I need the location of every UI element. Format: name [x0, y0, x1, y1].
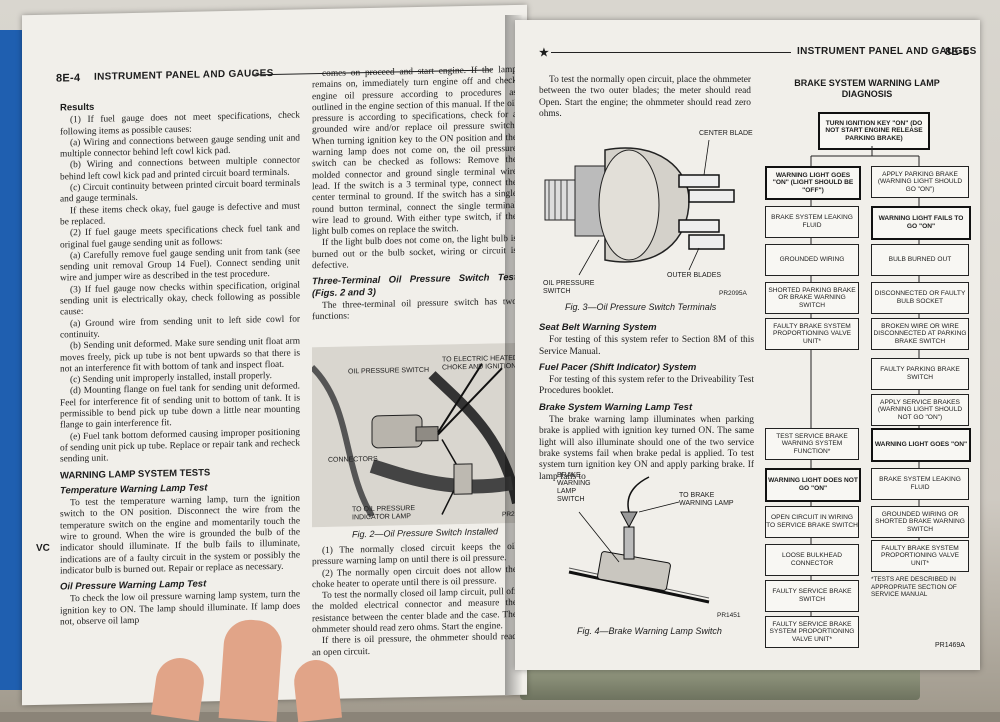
left-column-1: Results(1) If fuel gauge does not meet s… [60, 93, 300, 628]
fig2-label-connectors: CONNECTORS [328, 455, 378, 464]
fig4-ref-code: PR1451 [717, 612, 741, 619]
flowchart-left-box: OPEN CIRCUIT IN WIRING TO SERVICE BRAKE … [765, 506, 859, 538]
flowchart-start-box: TURN IGNITION KEY "ON" (DO NOT START ENG… [818, 112, 930, 150]
flowchart-left-box: SHORTED PARKING BRAKE OR BRAKE WARNING S… [765, 282, 859, 314]
right-text-column-top: To test the normally open circuit, place… [539, 75, 751, 120]
left-page-number: 8E-4 [56, 72, 81, 85]
flowchart-right-box: APPLY PARKING BRAKE (WARNING LIGHT SHOUL… [871, 166, 969, 198]
flowchart-right-box: GROUNDED WIRING OR SHORTED BRAKE WARNING… [871, 506, 969, 538]
paragraph: If the light bulb does not come on, the … [312, 234, 517, 272]
paragraph: (d) Mounting flange on fuel tank for sen… [60, 381, 300, 431]
fig-3-oil-pressure-switch-terminals: CENTER BLADE OIL PRESSURE SWITCH OUTER B… [539, 130, 754, 300]
flowchart-left-box: FAULTY BRAKE SYSTEM PROPORTIONING VALVE … [765, 318, 859, 350]
fig-2-oil-pressure-switch-installed: OIL PRESSURE SWITCH TO ELECTRIC HEATED C… [309, 342, 522, 528]
flowchart-left-box: FAULTY SERVICE BRAKE SYSTEM PROPORTIONIN… [765, 616, 859, 648]
flowchart-left-box: BRAKE SYSTEM LEAKING FLUID [765, 206, 859, 238]
paragraph: (a) Carefully remove fuel gauge sending … [60, 246, 300, 284]
brake-switch-illustration [568, 476, 710, 604]
right-page-number: 8E-5 [945, 46, 970, 58]
paragraph: The three-terminal oil pressure switch h… [312, 296, 517, 323]
flowchart-left-box: FAULTY SERVICE BRAKE SWITCH [765, 580, 859, 612]
section-heading: Fuel Pacer (Shift Indicator) System [539, 361, 697, 373]
left-column-2-continued: (1) The normally closed circuit keeps th… [312, 542, 517, 659]
paragraph: comes on proceed and start engine. If th… [312, 64, 517, 238]
flowchart-left-box: TEST SERVICE BRAKE WARNING SYSTEM FUNCTI… [765, 428, 859, 460]
section-heading: Brake System Warning Lamp Test [539, 401, 693, 413]
engine-photo-illustration [309, 342, 522, 528]
flowchart-ref-code: PR1469A [935, 642, 965, 649]
paragraph: To test the temperature warning lamp, tu… [60, 493, 300, 577]
fig4-label-brake-switch: BRAKE WARNING LAMP SWITCH [557, 472, 591, 503]
flowchart-right-box: WARNING LIGHT GOES "ON" [871, 428, 971, 462]
flowchart-right-box: DISCONNECTED OR FAULTY BULB SOCKET [871, 282, 969, 314]
fig-2-caption: Fig. 2—Oil Pressure Switch Installed [352, 526, 499, 540]
flowchart-left-box: GROUNDED WIRING [765, 244, 859, 276]
fig2-label-indicator-lamp: TO OIL PRESSURE INDICATOR LAMP [352, 505, 416, 522]
paragraph: For testing of this system refer to the … [539, 375, 754, 397]
paragraph: (e) Fuel tank bottom deformed causing im… [60, 427, 301, 465]
flowchart-right-box: FAULTY PARKING BRAKE SWITCH [871, 358, 969, 390]
section-heading: Seat Belt Warning System [539, 322, 657, 333]
flowchart-right-box: WARNING LIGHT FAILS TO GO "ON" [871, 206, 971, 240]
flowchart-right-box: BRAKE SYSTEM LEAKING FLUID [871, 468, 969, 500]
flowchart-title: BRAKE SYSTEM WARNING LAMP DIAGNOSIS [794, 78, 940, 99]
paragraph: To test the normally open circuit, place… [539, 75, 751, 119]
paragraph: The brake warning lamp illuminates when … [539, 415, 754, 482]
fig4-label-to-lamp: TO BRAKE WARNING LAMP [679, 492, 734, 507]
metal-rod [520, 664, 920, 700]
left-page: 8E-4 INSTRUMENT PANEL AND GAUGES Results… [22, 4, 527, 706]
flowchart-right-box: BROKEN WIRE OR WIRE DISCONNECTED AT PARK… [871, 318, 969, 350]
fig3-ref-code: PR2095A [719, 290, 747, 297]
paragraph: For testing of this system refer to Sect… [539, 335, 754, 357]
flowchart-left-box: WARNING LIGHT DOES NOT GO "ON" [765, 468, 861, 502]
flowchart-right-box: APPLY SERVICE BRAKES (WARNING LIGHT SHOU… [871, 394, 969, 426]
right-page: ★ INSTRUMENT PANEL AND GAUGES 8E-5 To te… [515, 20, 980, 670]
left-running-head: INSTRUMENT PANEL AND GAUGES [94, 68, 274, 83]
section-heading: Three-Terminal Oil Pressure Switch Test … [312, 272, 517, 299]
right-running-head: INSTRUMENT PANEL AND GAUGES [797, 46, 977, 57]
flowchart-right-box: FAULTY BRAKE SYSTEM PROPORTIONING VALVE … [871, 540, 969, 572]
fig3-label-center-blade: CENTER BLADE [699, 130, 753, 137]
fig-4-brake-warning-lamp-switch: BRAKE WARNING LAMP SWITCH TO BRAKE WARNI… [539, 472, 754, 622]
flowchart-left-box: WARNING LIGHT GOES "ON" (LIGHT SHOULD BE… [765, 166, 861, 200]
header-rule-right [551, 52, 791, 53]
hand-finger-2 [218, 618, 284, 722]
switch-terminals-illustration [544, 139, 735, 276]
fig3-label-oil-pressure-switch: OIL PRESSURE SWITCH [543, 280, 595, 295]
margin-mark: VC [36, 542, 50, 554]
fig-3-caption: Fig. 3—Oil Pressure Switch Terminals [565, 302, 717, 312]
paragraph: If there is oil pressure, the ohmmeter s… [312, 632, 517, 658]
section-heading: WARNING LAMP SYSTEM TESTS [60, 466, 211, 481]
fig2-label-oil-pressure-switch: OIL PRESSURE SWITCH [348, 366, 430, 376]
flowchart-footnote: *TESTS ARE DESCRIBED IN APPROPRIATE SECT… [871, 576, 957, 598]
left-column-2: comes on proceed and start engine. If th… [312, 65, 517, 324]
paragraph: (b) Sending unit deformed. Make sure sen… [60, 336, 300, 375]
paragraph: To test the normally closed oil lamp cir… [312, 587, 517, 636]
flowchart-right-box: BULB BURNED OUT [871, 244, 969, 276]
flowchart-left-box: LOOSE BULKHEAD CONNECTOR [765, 544, 859, 576]
fig3-label-outer-blades: OUTER BLADES [667, 272, 722, 279]
star-mark: ★ [539, 47, 550, 59]
paragraph: (3) If fuel gauge now checks within spec… [60, 280, 300, 318]
fig-4-caption: Fig. 4—Brake Warning Lamp Switch [577, 626, 722, 636]
